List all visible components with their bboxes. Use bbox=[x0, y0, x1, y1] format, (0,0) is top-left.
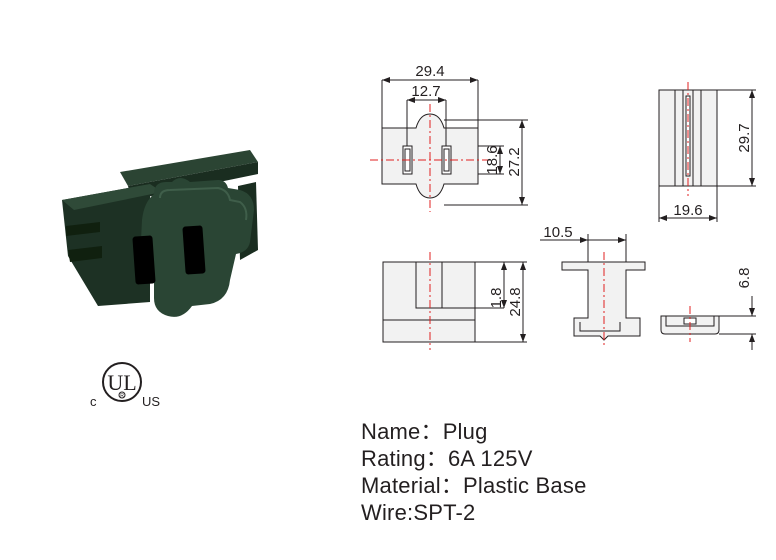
dim-overall-width: 29.4 bbox=[415, 63, 444, 80]
technical-drawing: 29.4 12.7 18.6 27.2 29.7 19.6 10.5 1.8 2… bbox=[370, 63, 756, 350]
plug-side-body bbox=[62, 184, 150, 306]
spec-list: Name：Plug Rating：6A 125V Material：Plasti… bbox=[361, 418, 587, 526]
product-photo bbox=[62, 150, 258, 317]
svg-text:US: US bbox=[142, 394, 160, 409]
svg-text:c: c bbox=[90, 394, 97, 409]
spec-wire: Wire:SPT-2 bbox=[361, 500, 476, 525]
dim-bottom-height: 24.8 bbox=[507, 287, 524, 316]
dim-side-height: 29.7 bbox=[736, 123, 753, 152]
rail-view bbox=[660, 296, 756, 350]
centerlines bbox=[370, 82, 691, 350]
dim-rail-height: 6.8 bbox=[736, 268, 753, 289]
svg-text:UL: UL bbox=[107, 370, 136, 395]
spec-material: Material：Plastic Base bbox=[361, 473, 587, 498]
dim-body-height: 27.2 bbox=[506, 147, 523, 176]
dim-bottom-slot-depth: 1.8 bbox=[488, 288, 505, 309]
plug-top-bar bbox=[120, 150, 258, 186]
spec-name: Name：Plug bbox=[361, 419, 488, 444]
left-outlet-slot bbox=[132, 235, 156, 285]
bottom-view bbox=[382, 261, 527, 343]
right-outlet-slot bbox=[182, 225, 206, 275]
ul-listed-logo: UL R c US bbox=[90, 362, 160, 409]
section-view bbox=[540, 234, 646, 341]
dim-blade-spacing: 12.7 bbox=[411, 83, 440, 100]
spec-rating: Rating：6A 125V bbox=[361, 446, 533, 471]
dim-slot-height: 18.6 bbox=[484, 145, 501, 174]
svg-text:R: R bbox=[120, 393, 124, 399]
front-view bbox=[381, 79, 528, 206]
dim-side-width: 19.6 bbox=[673, 202, 702, 219]
dim-section-width: 10.5 bbox=[543, 224, 572, 241]
